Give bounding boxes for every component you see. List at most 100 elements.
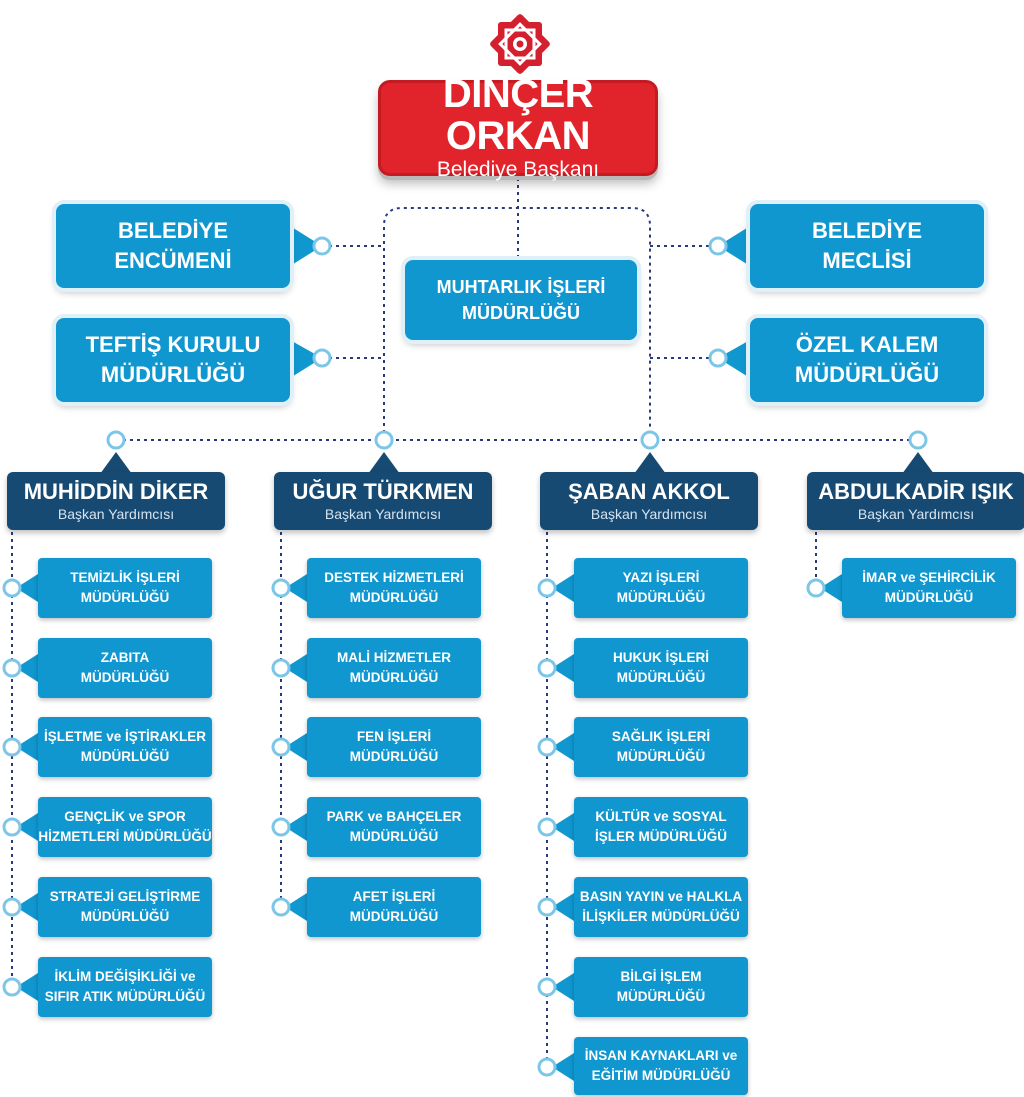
- unit-pointer: [285, 733, 307, 761]
- directorate-box: ZABITA MÜDÜRLÜĞÜ: [38, 638, 212, 698]
- directorate-box: TEMİZLİK İŞLERİ MÜDÜRLÜĞÜ: [38, 558, 212, 618]
- ring-node-icon: [2, 817, 22, 837]
- ozel-kalem-box: ÖZEL KALEM MÜDÜRLÜĞÜ: [750, 318, 984, 402]
- unit-line: HUKUK İŞLERİ: [612, 650, 709, 665]
- vice-mayor-name: UĞUR TÜRKMEN: [292, 479, 474, 504]
- unit-pointer: [552, 574, 574, 602]
- mayor-name: DİNÇER ORKAN: [442, 72, 594, 158]
- ring-node-icon: [374, 430, 394, 450]
- ring-node-icon: [271, 658, 291, 678]
- directorate-box: İKLİM DEĞİŞİKLİĞİ ve SIFIR ATIK MÜDÜRLÜĞ…: [38, 957, 212, 1017]
- unit-line: MÜDÜRLÜĞÜ: [794, 362, 940, 387]
- unit-line: SIFIR ATIK MÜDÜRLÜĞÜ: [44, 989, 206, 1004]
- ring-node-icon: [537, 658, 557, 678]
- encumen-pointer: [290, 226, 322, 266]
- teftis-pointer: [290, 340, 322, 378]
- ring-node-icon: [640, 430, 660, 450]
- ring-node-icon: [2, 578, 22, 598]
- unit-line: MÜDÜRLÜĞÜ: [80, 909, 170, 924]
- unit-pointer: [552, 893, 574, 921]
- unit-pointer: [820, 574, 842, 602]
- unit-line: HİZMETLERİ MÜDÜRLÜĞÜ: [38, 829, 212, 844]
- unit-line: AFET İŞLERİ: [352, 889, 436, 904]
- unit-line: ZABITA: [100, 650, 150, 665]
- directorate-box: FEN İŞLERİ MÜDÜRLÜĞÜ: [307, 717, 481, 777]
- directorate-box: DESTEK HİZMETLERİ MÜDÜRLÜĞÜ: [307, 558, 481, 618]
- unit-pointer: [552, 973, 574, 1001]
- unit-pointer: [285, 574, 307, 602]
- ring-node-icon: [806, 578, 826, 598]
- unit-line: MÜDÜRLÜĞÜ: [616, 670, 706, 685]
- unit-line: İLİŞKİLER MÜDÜRLÜĞÜ: [582, 909, 740, 924]
- directorate-box: İMAR ve ŞEHİRCİLİK MÜDÜRLÜĞÜ: [842, 558, 1016, 618]
- ring-node-icon: [2, 977, 22, 997]
- unit-line: MUHTARLIK İŞLERİ: [436, 277, 606, 297]
- unit-line: SAĞLIK İŞLERİ: [611, 729, 711, 744]
- ring-node-icon: [537, 737, 557, 757]
- teftis-kurulu-box: TEFTİŞ KURULU MÜDÜRLÜĞÜ: [56, 318, 290, 402]
- unit-pointer: [285, 893, 307, 921]
- unit-line: MÜDÜRLÜĞÜ: [80, 749, 170, 764]
- municipality-logo-icon: [490, 14, 550, 74]
- ring-node-icon: [312, 348, 332, 368]
- vice-mayor-box: UĞUR TÜRKMEN Başkan Yardımcısı: [274, 472, 492, 530]
- muhtarlik-isleri-box: MUHTARLIK İŞLERİ MÜDÜRLÜĞÜ: [405, 260, 637, 340]
- unit-line: TEFTİŞ KURULU: [85, 332, 261, 357]
- vice-mayor-name: ABDULKADİR IŞIK: [818, 479, 1014, 504]
- unit-line: MALİ HİZMETLER: [337, 650, 451, 665]
- unit-pointer: [16, 574, 38, 602]
- unit-line: MÜDÜRLÜĞÜ: [80, 670, 170, 685]
- unit-line: MÜDÜRLÜĞÜ: [349, 749, 439, 764]
- ring-node-icon: [537, 977, 557, 997]
- unit-line: MÜDÜRLÜĞÜ: [616, 989, 706, 1004]
- directorate-box: YAZI İŞLERİ MÜDÜRLÜĞÜ: [574, 558, 748, 618]
- ring-node-icon: [2, 658, 22, 678]
- unit-pointer: [285, 813, 307, 841]
- unit-line: FEN İŞLERİ: [356, 729, 432, 744]
- unit-line: STRATEJİ GELİŞTİRME: [49, 889, 201, 904]
- ring-node-icon: [271, 578, 291, 598]
- vice-mayor-pointer: [368, 452, 400, 474]
- directorate-box: PARK ve BAHÇELER MÜDÜRLÜĞÜ: [307, 797, 481, 857]
- unit-line: GENÇLİK ve SPOR: [64, 809, 186, 824]
- vice-mayor-pointer: [100, 452, 132, 474]
- ring-node-icon: [708, 348, 728, 368]
- vice-mayor-pointer: [634, 452, 666, 474]
- ring-node-icon: [537, 897, 557, 917]
- unit-pointer: [552, 1053, 574, 1081]
- unit-pointer: [285, 654, 307, 682]
- meclis-pointer: [718, 226, 750, 266]
- vice-mayor-name: MUHİDDİN DİKER: [23, 479, 209, 504]
- unit-line: PARK ve BAHÇELER: [326, 809, 462, 824]
- directorate-box: MALİ HİZMETLER MÜDÜRLÜĞÜ: [307, 638, 481, 698]
- ring-node-icon: [2, 897, 22, 917]
- unit-line: BİLGİ İŞLEM: [620, 969, 702, 984]
- directorate-box: SAĞLIK İŞLERİ MÜDÜRLÜĞÜ: [574, 717, 748, 777]
- ozel-kalem-pointer: [718, 340, 750, 378]
- unit-line: TEMİZLİK İŞLERİ: [70, 570, 180, 585]
- directorate-box: GENÇLİK ve SPOR HİZMETLERİ MÜDÜRLÜĞÜ: [38, 797, 212, 857]
- vice-mayor-box: ŞABAN AKKOL Başkan Yardımcısı: [540, 472, 758, 530]
- unit-line: MECLİSİ: [822, 248, 912, 273]
- unit-line: İNSAN KAYNAKLARI ve: [584, 1048, 738, 1063]
- directorate-box: STRATEJİ GELİŞTİRME MÜDÜRLÜĞÜ: [38, 877, 212, 937]
- unit-line: MÜDÜRLÜĞÜ: [349, 590, 439, 605]
- unit-line: MÜDÜRLÜĞÜ: [80, 590, 170, 605]
- unit-line: MÜDÜRLÜĞÜ: [349, 909, 439, 924]
- directorate-box: İŞLETME ve İŞTİRAKLER MÜDÜRLÜĞÜ: [38, 717, 212, 777]
- unit-line: ÖZEL KALEM: [795, 332, 939, 357]
- vice-mayor-title: Başkan Yardımcısı: [857, 506, 975, 522]
- vice-mayor-title: Başkan Yardımcısı: [324, 506, 442, 522]
- unit-pointer: [16, 654, 38, 682]
- unit-line: BELEDİYE: [811, 218, 923, 243]
- unit-line: MÜDÜRLÜĞÜ: [349, 829, 439, 844]
- unit-pointer: [552, 813, 574, 841]
- unit-line: MÜDÜRLÜĞÜ: [616, 749, 706, 764]
- directorate-box: İNSAN KAYNAKLARI ve EĞİTİM MÜDÜRLÜĞÜ: [574, 1037, 748, 1095]
- unit-line: İKLİM DEĞİŞİKLİĞİ ve: [54, 969, 196, 984]
- ring-node-icon: [908, 430, 928, 450]
- unit-pointer: [552, 733, 574, 761]
- vice-mayor-box: ABDULKADİR IŞIK Başkan Yardımcısı: [807, 472, 1024, 530]
- unit-line: KÜLTÜR ve SOSYAL: [595, 809, 727, 824]
